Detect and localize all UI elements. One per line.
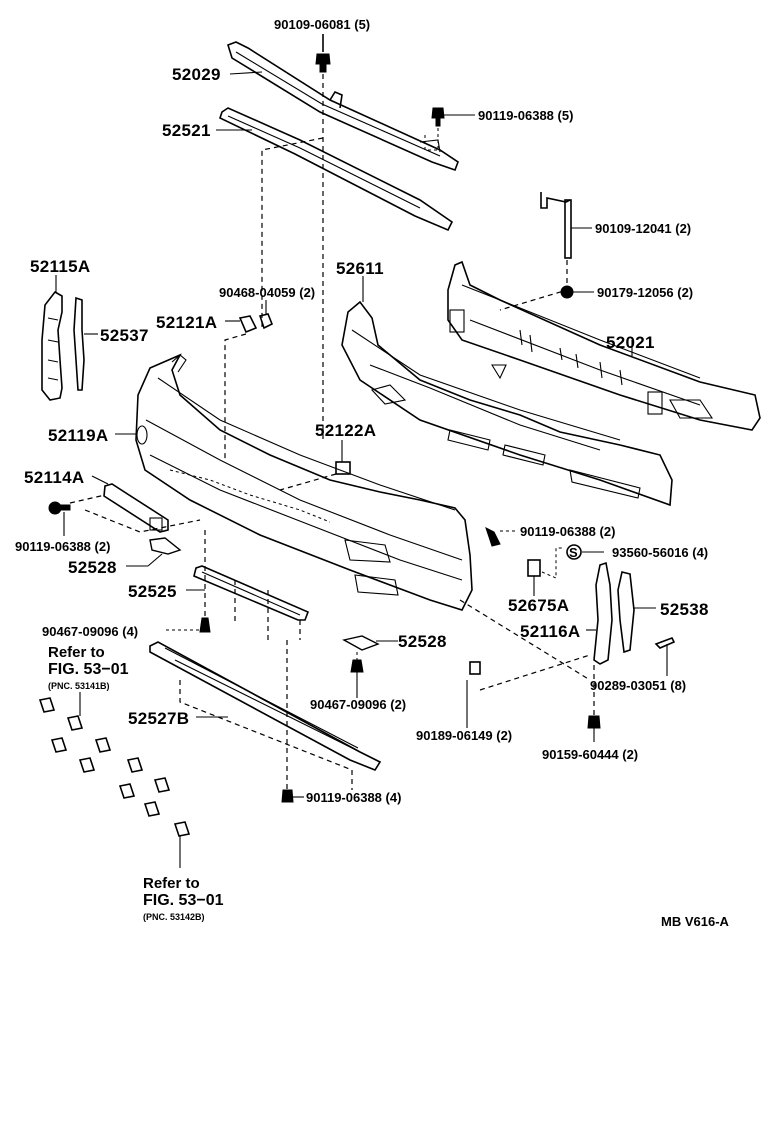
part-52537-bracket-left — [73, 296, 85, 391]
label-93560-56016: 93560-56016 (4) — [612, 545, 709, 560]
label-52521: 52521 — [162, 121, 211, 140]
part-52611-bumper-extension — [341, 300, 673, 507]
label-52528-center: 52528 — [398, 632, 447, 651]
label-90159-60444: 90159-60444 (2) — [542, 747, 639, 762]
part-52029-reinforcement — [227, 41, 459, 172]
assembly-line-52121A — [224, 333, 247, 460]
part-52122A-retainer — [335, 461, 351, 475]
assembly-line-52527B — [179, 680, 353, 790]
part-52121A-clip — [238, 315, 258, 334]
clip-90467-09096-left — [166, 617, 211, 633]
label-52119A: 52119A — [48, 426, 109, 445]
clip-90289-03051 — [654, 636, 676, 676]
label-90119-06388-left: 90119-06388 (2) — [15, 539, 111, 554]
reference-bottom-line1: Refer to — [143, 875, 200, 892]
label-90467-09096-center: 90467-09096 (2) — [310, 697, 407, 712]
symbol-s-marker: S — [569, 545, 578, 560]
part-52675A-clip — [527, 547, 562, 596]
clip-set-53141B — [38, 692, 144, 773]
bolt-90119-06388-top — [424, 107, 475, 151]
part-52119A-front-bumper-cover — [135, 353, 473, 611]
bolt-90119-06388-left — [48, 501, 71, 536]
reference-top-pnc: (PNC. 53141B) — [48, 681, 110, 691]
reference-top-line2: FIG. 53−01 — [48, 661, 129, 678]
part-52114A-side-bracket — [103, 483, 169, 533]
screw-93560-56016 — [566, 544, 604, 560]
nut-90189-06149 — [466, 661, 481, 728]
part-52521-retainer — [219, 107, 454, 232]
reference-top-line1: Refer to — [48, 644, 105, 661]
label-90467-09096-left: 90467-09096 (4) — [42, 624, 139, 639]
bolt-90109-12041-stay — [540, 192, 592, 259]
reference-fig-53-01-bottom[interactable]: Refer to FIG. 53−01 (PNC. 53142B) — [143, 875, 224, 926]
label-90109-12041: 90109-12041 (2) — [595, 221, 692, 236]
assembly-line-52114A — [69, 494, 201, 533]
label-52537: 52537 — [100, 326, 149, 345]
part-52538-bracket-right — [617, 571, 635, 654]
part-52525-lower-spoiler-retainer — [193, 565, 310, 621]
nut-90179-12056 — [560, 285, 594, 299]
clip-90467-09096-center — [350, 652, 364, 698]
label-90119-06388-bottom: 90119-06388 (4) — [306, 790, 402, 805]
label-90109-06081: 90109-06081 (5) — [274, 17, 371, 32]
label-52021: 52021 — [606, 333, 655, 352]
part-52528-cover-center — [342, 635, 398, 651]
clip-set-53142B — [118, 777, 191, 868]
label-90468-04059: 90468-04059 (2) — [219, 285, 316, 300]
assembly-line-52521 — [261, 137, 324, 330]
clip-90468-04059 — [258, 300, 274, 330]
reference-fig-53-01-top[interactable]: Refer to FIG. 53−01 (PNC. 53141B) — [48, 644, 129, 695]
assembly-lines-right — [459, 599, 591, 691]
label-52675A: 52675A — [508, 596, 570, 615]
part-52115A-side-retainer-left — [41, 290, 63, 401]
label-90119-06388-right: 90119-06388 (2) — [520, 524, 616, 539]
label-52121A: 52121A — [156, 313, 218, 332]
diagram-code: MB V616-A — [661, 914, 729, 929]
assembly-lines-52525 — [204, 530, 301, 640]
label-52527B: 52527B — [128, 709, 190, 728]
assembly-line-52122A — [279, 473, 337, 491]
label-52122A: 52122A — [315, 421, 377, 440]
label-52538: 52538 — [660, 600, 709, 619]
label-52115A: 52115A — [30, 257, 91, 276]
bolt-90109-06081 — [315, 34, 331, 73]
part-52021-bumper-reinforcement — [447, 260, 761, 431]
reference-bottom-pnc: (PNC. 53142B) — [143, 912, 205, 922]
label-90189-06149: 90189-06149 (2) — [416, 728, 513, 743]
part-52527B-lower-spoiler — [149, 641, 382, 771]
label-52528-left: 52528 — [68, 558, 117, 577]
part-52116A-side-retainer-right — [593, 561, 613, 665]
bolt-90159-60444 — [587, 665, 601, 742]
label-52114A: 52114A — [24, 468, 85, 487]
part-52528-cover-left — [126, 537, 182, 567]
label-90179-12056: 90179-12056 (2) — [597, 285, 694, 300]
label-52029: 52029 — [172, 65, 221, 84]
label-90289-03051: 90289-03051 (8) — [590, 678, 687, 693]
label-52611: 52611 — [336, 259, 384, 278]
bolt-90119-06388-right — [485, 527, 518, 547]
label-52525: 52525 — [128, 582, 177, 601]
reference-bottom-line2: FIG. 53−01 — [143, 892, 224, 909]
label-90119-06388-top: 90119-06388 (5) — [478, 108, 574, 123]
label-52116A: 52116A — [520, 622, 581, 641]
bolt-90119-06388-bottom — [281, 789, 304, 803]
assembly-line-stay — [499, 260, 568, 311]
leader-52029 — [229, 71, 263, 75]
leader-52114A — [91, 475, 109, 485]
